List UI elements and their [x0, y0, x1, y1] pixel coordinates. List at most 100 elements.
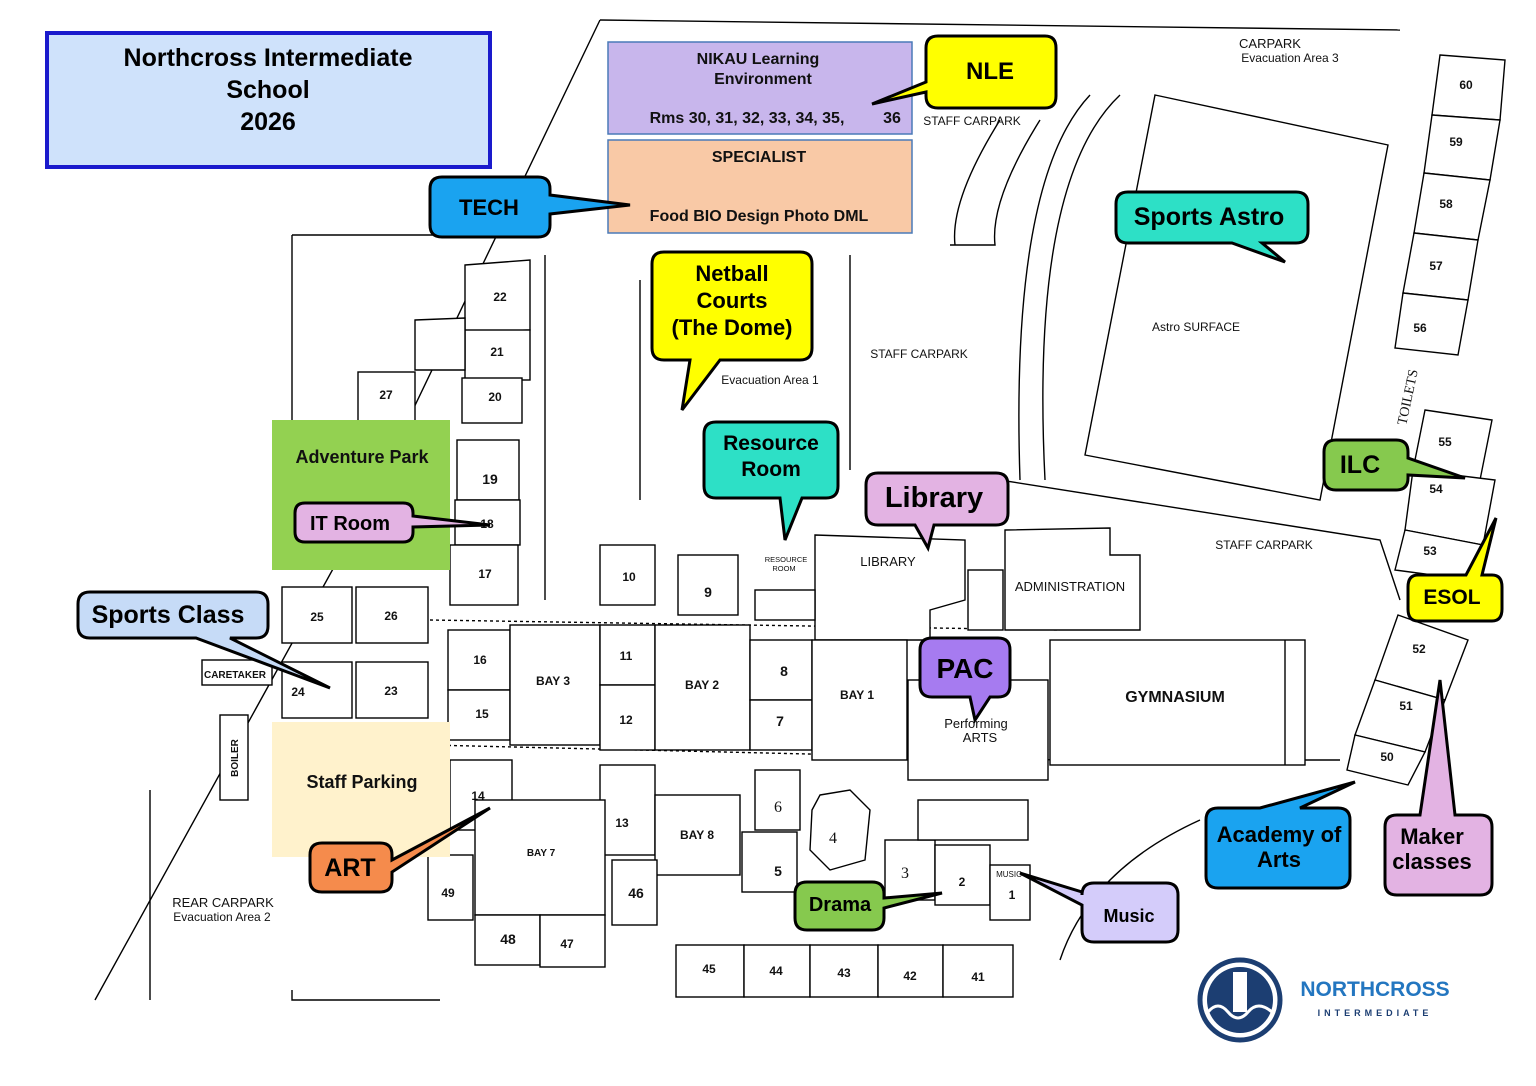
right-rooms: 60 59 58 57 56 TOILETS 55 54 53 52 51 50: [1346, 54, 1506, 786]
room-56: 56: [1413, 321, 1427, 335]
title-line-2: School: [226, 76, 309, 104]
title-line-3: 2026: [240, 108, 296, 136]
room-53: 53: [1423, 544, 1437, 558]
callout-library: Library: [864, 471, 1010, 552]
callout-it-room: IT Room: [293, 501, 491, 544]
resource-line-2: Room: [741, 458, 801, 481]
room-22: 22: [493, 290, 507, 304]
boiler-label: BOILER: [230, 738, 241, 777]
room-43: 43: [837, 966, 851, 980]
nikau-box: [607, 41, 913, 135]
evacuation-area-2-label: Evacuation Area 2: [173, 910, 271, 924]
title-line-1: Northcross Intermediate: [124, 44, 413, 72]
left-areas: Adventure Park 25 26 24 23 Staff Parking…: [172, 420, 450, 924]
room-58: 58: [1439, 197, 1453, 211]
sports-class-label: Sports Class: [92, 601, 245, 629]
title-background: [45, 31, 492, 169]
performing-arts-line-1: Performing: [944, 716, 1008, 731]
bay-7-label: BAY 7: [527, 848, 556, 859]
room-8: 8: [780, 663, 788, 679]
title-box: Northcross Intermediate School 2026: [45, 31, 492, 169]
resource-line-1: Resource: [723, 432, 819, 455]
callout-academy-of-arts: Academy of Arts: [1204, 780, 1356, 890]
callout-nle: NLE: [871, 34, 1058, 110]
nikau-line-2: Environment: [714, 71, 812, 88]
room-51: 51: [1399, 699, 1413, 713]
nle-label: NLE: [966, 58, 1014, 85]
bay-3-label: BAY 3: [536, 674, 570, 688]
room-42: 42: [903, 969, 917, 983]
it-room-label: IT Room: [310, 513, 390, 535]
netball-line-2: Courts: [697, 288, 768, 313]
esol-label: ESOL: [1423, 586, 1480, 609]
callout-esol: ESOL: [1406, 517, 1504, 623]
nikau-room-36: 36: [883, 110, 901, 127]
maker-line-2: classes: [1392, 849, 1472, 874]
lighthouse-icon: [1233, 972, 1247, 1012]
library-label: LIBRARY: [860, 554, 916, 569]
gymnasium-label: GYMNASIUM: [1125, 689, 1225, 706]
academy-line-1: Academy of: [1217, 822, 1342, 847]
main-block: 22 21 20 27 19 18 17 16 15 14 BAY 3 10 1…: [357, 259, 1049, 998]
admin-gym: ADMINISTRATION GYMNASIUM: [1004, 527, 1306, 766]
room-57: 57: [1429, 259, 1443, 273]
callout-ilc: ILC: [1322, 438, 1466, 492]
maker-line-1: Maker: [1400, 824, 1464, 849]
room-45: 45: [702, 962, 716, 976]
evacuation-area-1-label: Evacuation Area 1: [721, 373, 819, 387]
administration-building: [1004, 527, 1141, 631]
room-7: 7: [776, 713, 784, 729]
evacuation-area-3-label: Evacuation Area 3: [1241, 51, 1339, 65]
room-56-shape: [1394, 292, 1469, 356]
library-annex: [967, 569, 1004, 631]
room-47: 47: [560, 937, 574, 951]
room-24: 24: [291, 685, 305, 699]
adventure-park-label: Adventure Park: [295, 447, 429, 467]
specialist-box: [607, 139, 913, 234]
staff-parking-label: Staff Parking: [306, 772, 417, 792]
logo-name: NORTHCROSS: [1300, 978, 1449, 1001]
astro-surface-label: Astro SURFACE: [1152, 320, 1240, 334]
administration-label: ADMINISTRATION: [1015, 579, 1125, 594]
callout-art: ART: [308, 806, 491, 894]
library-label-callout: Library: [885, 482, 983, 514]
room-19: 19: [482, 471, 498, 487]
callout-netball: Netball Courts (The Dome): [650, 250, 814, 411]
caretaker-label: CARETAKER: [204, 670, 267, 681]
music-room-label: MUSIC: [996, 870, 1022, 879]
staff-carpark-label-right: STAFF CARPARK: [1215, 538, 1313, 552]
netball-line-3: (The Dome): [672, 315, 793, 340]
adventure-park-area: [272, 420, 450, 570]
resource-room-label-2: ROOM: [772, 564, 795, 573]
specialist-subjects: Food BIO Design Photo DML: [650, 208, 869, 225]
room-25: 25: [310, 610, 324, 624]
callout-sports-class: Sports Class: [76, 590, 331, 690]
room-3: 3: [901, 865, 909, 882]
callout-tech: TECH: [428, 175, 631, 239]
room-13: 13: [615, 816, 629, 830]
room-11: 11: [620, 649, 633, 663]
room-12: 12: [619, 713, 633, 727]
room-16: 16: [473, 653, 487, 667]
staff-parking-area: [272, 722, 450, 857]
staff-carpark-label-top: STAFF CARPARK: [923, 114, 1021, 128]
resource-room-label-1: RESOURCE: [765, 555, 808, 564]
room-20: 20: [488, 390, 502, 404]
performing-arts-line-2: ARTS: [963, 730, 998, 745]
room-23: 23: [384, 684, 398, 698]
northcross-logo: NORTHCROSS INTERMEDIATE: [1197, 957, 1450, 1043]
sports-astro-label: Sports Astro: [1134, 203, 1284, 231]
music-label: Music: [1103, 906, 1154, 926]
art-label: ART: [324, 854, 375, 882]
room-26: 26: [384, 609, 398, 623]
specialist-area: SPECIALIST Food BIO Design Photo DML: [607, 139, 913, 234]
gymnasium-building: [1049, 639, 1306, 766]
logo-sub: INTERMEDIATE: [1318, 1008, 1433, 1018]
room-4: 4: [829, 830, 837, 847]
room-48: 48: [500, 931, 516, 947]
room-1: 1: [1009, 888, 1016, 902]
nikau-area: NIKAU Learning Environment Rms 30, 31, 3…: [607, 41, 913, 135]
resource-room-shape: [754, 589, 816, 621]
toilets-label: TOILETS: [1395, 368, 1421, 426]
